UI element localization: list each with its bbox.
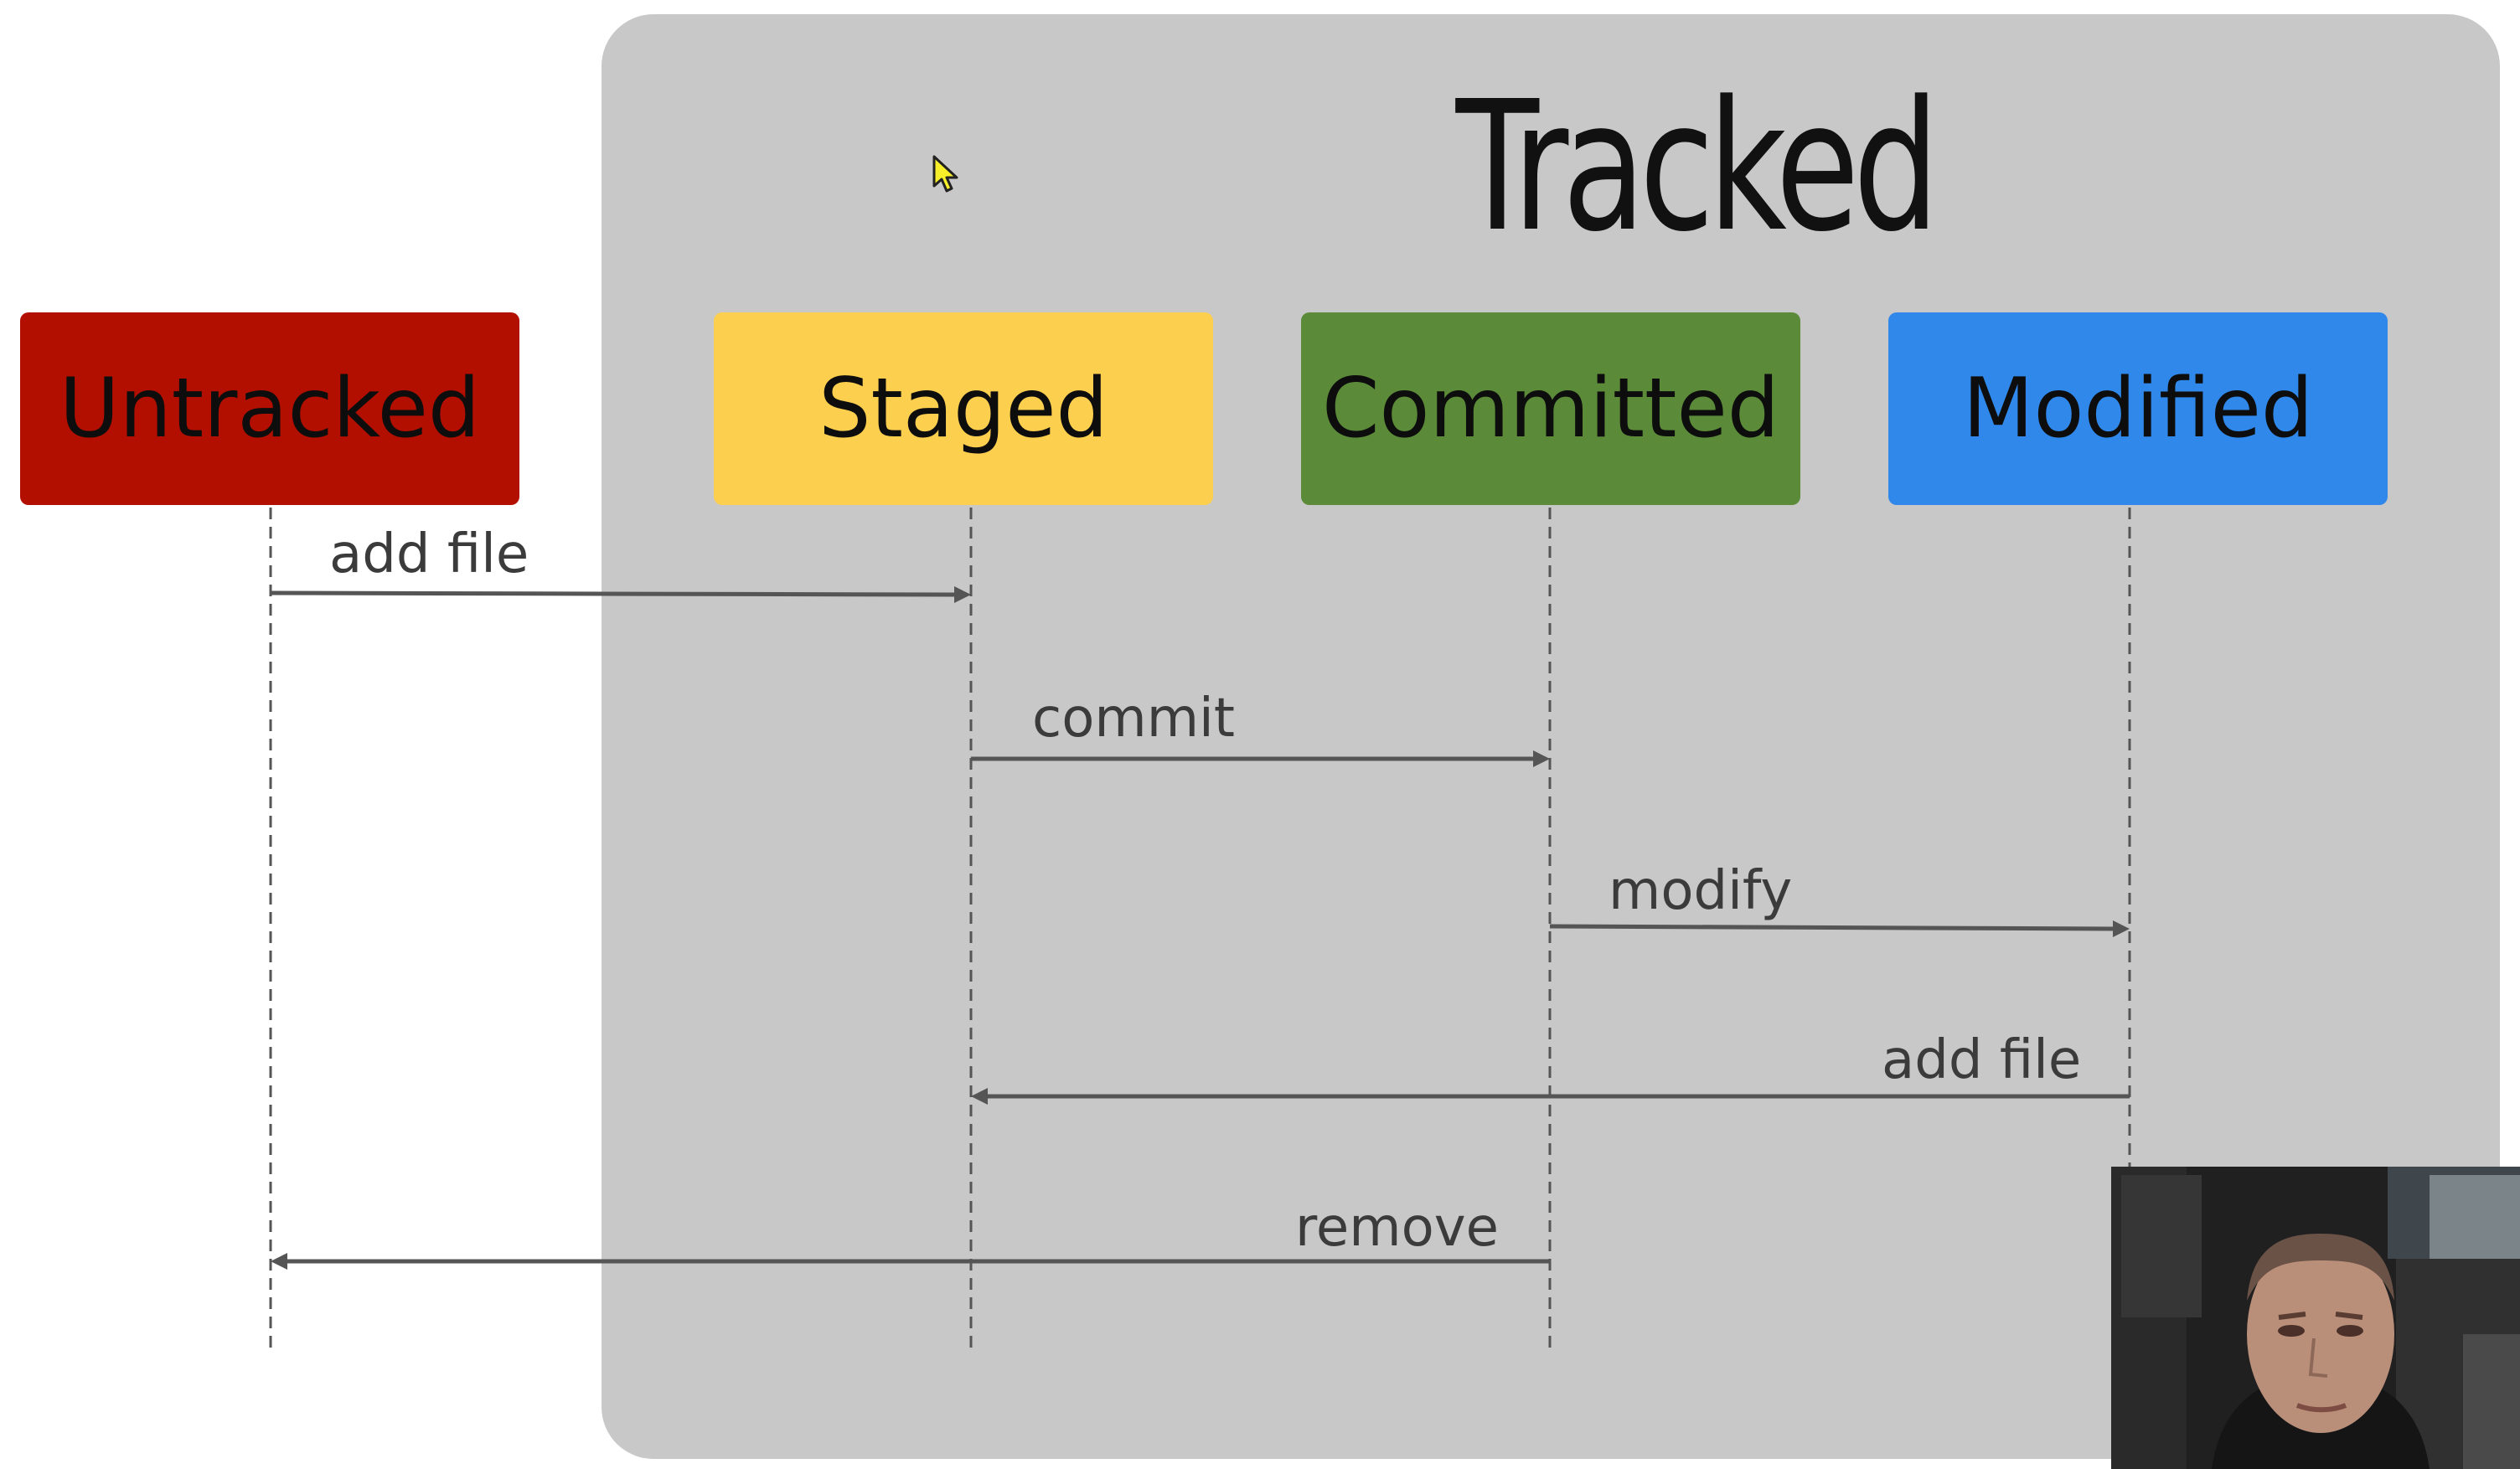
arrow-modify-committed-to-modified (1549, 920, 2130, 937)
state-staged-label: Staged (818, 361, 1108, 456)
presenter-webcam (2111, 1167, 2520, 1469)
arrow-add-file-untracked-to-staged (270, 586, 971, 603)
tracked-title: Tracked (1455, 63, 1939, 271)
state-committed-label: Committed (1322, 361, 1779, 456)
state-untracked-label: Untracked (59, 361, 481, 456)
transition-label-modify: modify (1609, 860, 1793, 922)
transition-label-remove: remove (1295, 1197, 1500, 1259)
transition-label-commit: commit (1032, 688, 1235, 750)
arrow-remove-committed-to-untracked (271, 1253, 1550, 1270)
transition-label-add-file-back: add file (1882, 1029, 2082, 1091)
webcam-image (2111, 1167, 2520, 1469)
state-staged: Staged (714, 312, 1213, 505)
state-untracked: Untracked (20, 312, 519, 505)
mouse-pointer-icon (932, 155, 958, 193)
arrow-commit-staged-to-committed (971, 750, 1550, 767)
state-committed: Committed (1301, 312, 1800, 505)
state-modified-label: Modified (1962, 361, 2314, 456)
arrow-add-file-modified-to-staged (971, 1088, 2130, 1105)
transition-label-add-file: add file (329, 523, 529, 585)
state-modified: Modified (1888, 312, 2388, 505)
